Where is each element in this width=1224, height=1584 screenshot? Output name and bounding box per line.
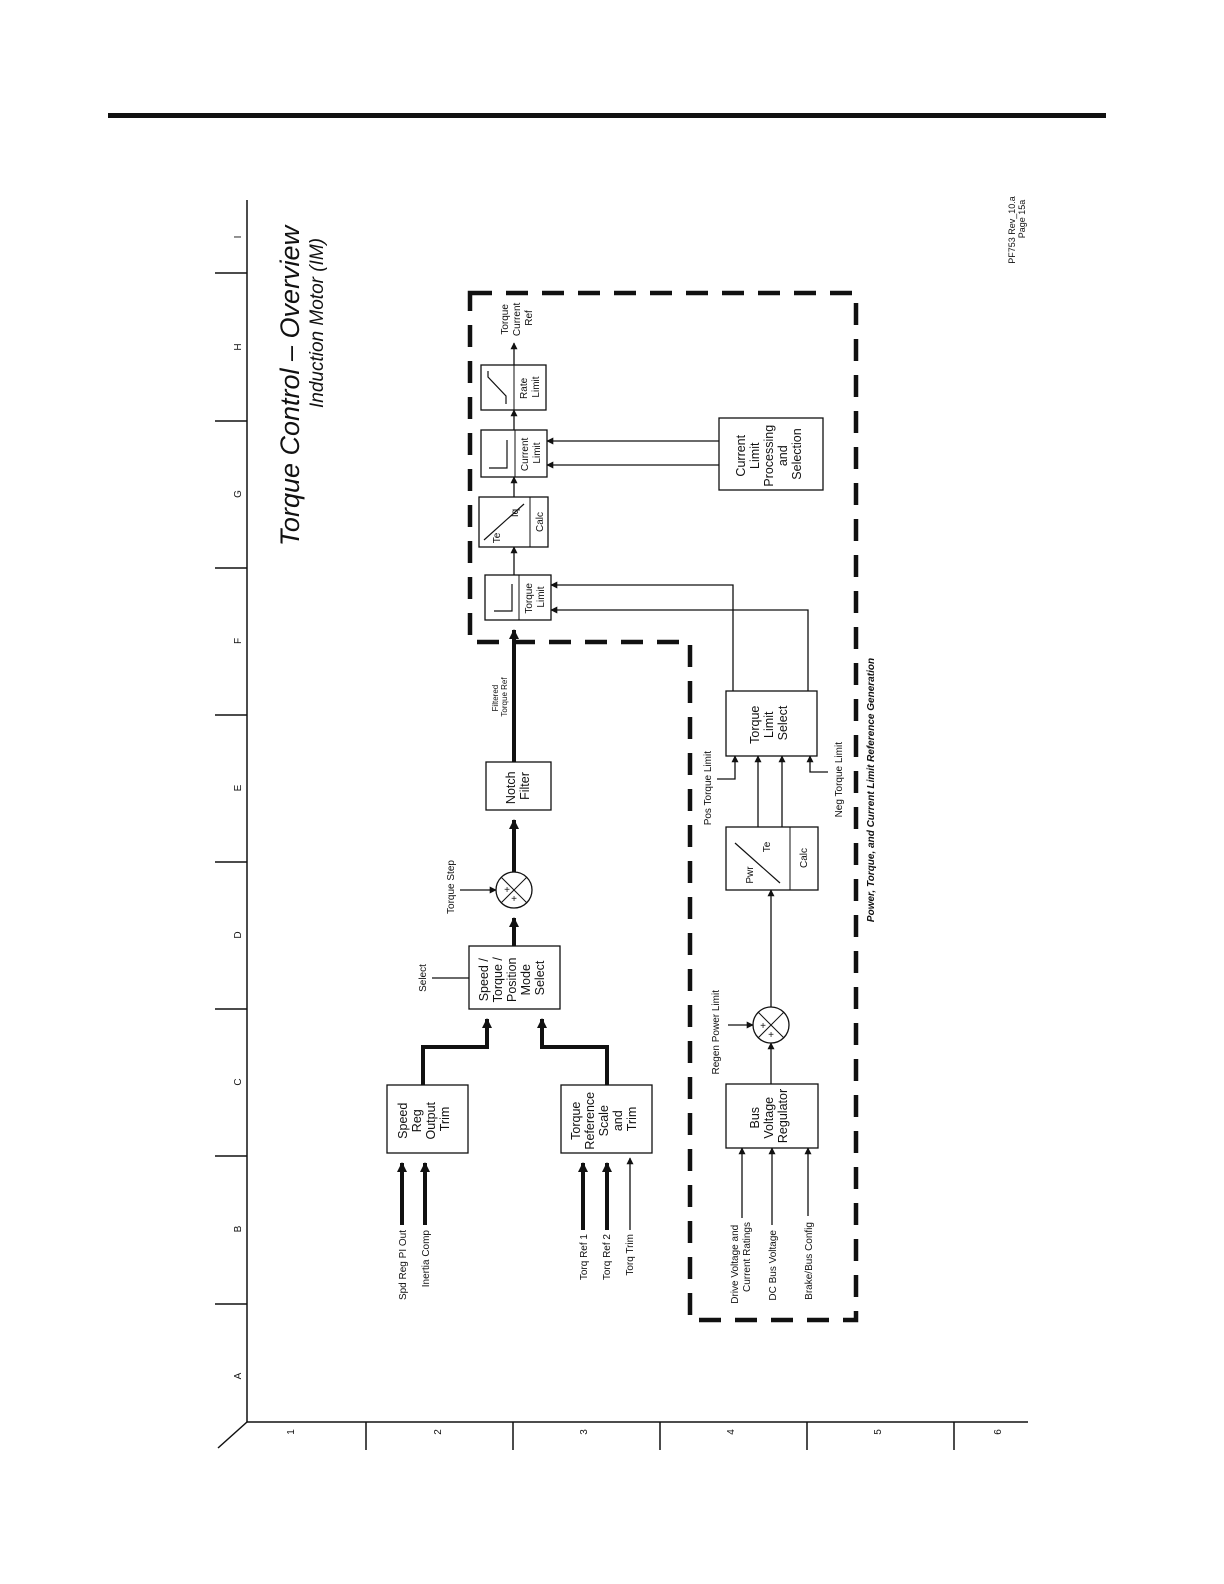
svg-text:+: + bbox=[504, 885, 510, 896]
svg-text:Te: Te bbox=[492, 532, 503, 543]
svg-text:Current Limit Proc: Current Limit Processing and Selection bbox=[734, 421, 804, 486]
grid-letter-c: C bbox=[233, 1078, 244, 1085]
grid-letter-g: G bbox=[233, 490, 244, 498]
svg-text:+: + bbox=[768, 1030, 774, 1041]
label-torq-trim: Torq Trim bbox=[625, 1234, 636, 1276]
label-spd-reg-pi-out: Spd Reg PI Out bbox=[398, 1230, 409, 1300]
grid-number-6: 6 bbox=[993, 1429, 1004, 1435]
label-dc-bus-voltage: DC Bus Voltage bbox=[768, 1230, 779, 1301]
svg-text:Speed / Torque / P: Speed / Torque / Position Mode Select bbox=[477, 954, 547, 1003]
mode-select-block: Speed / Torque / Position Mode Select bbox=[468, 945, 561, 1010]
te-iq-calc-block: Te Iq Calc bbox=[478, 496, 549, 548]
svg-text:Bus Voltage Regula: Bus Voltage Regulator bbox=[748, 1089, 790, 1143]
label-torq-ref-1: Torq Ref 1 bbox=[579, 1234, 590, 1281]
label-brake-bus-config: Brake/Bus Config bbox=[804, 1222, 815, 1300]
grid-letters: I H G F E D C B A bbox=[233, 236, 244, 1380]
current-limit-processing-block: Current Limit Processing and Selection bbox=[718, 417, 824, 491]
torque-limit-block: Torque Limit bbox=[484, 574, 552, 621]
label-torque-current-ref: Torque Current Ref bbox=[500, 300, 535, 336]
grid-number-4: 4 bbox=[726, 1429, 737, 1435]
svg-text:Rate Limit: Rate Limit bbox=[519, 375, 542, 399]
page-title: Torque Control – Overview bbox=[275, 224, 305, 546]
grid-letter-i: I bbox=[233, 236, 244, 239]
label-regen-power-limit: Regen Power Limit bbox=[711, 990, 722, 1075]
svg-text:Calc: Calc bbox=[535, 512, 546, 532]
grid-number-3: 3 bbox=[579, 1429, 590, 1435]
torque-limit-select-block: Torque Limit Select bbox=[725, 690, 818, 757]
notch-filter-block: Notch Filter bbox=[485, 761, 552, 811]
grid-letter-h: H bbox=[233, 343, 244, 350]
label-inertia-comp: Inertia Comp bbox=[421, 1230, 432, 1288]
signal-labels: Spd Reg PI Out Inertia Comp Torq Ref 1 T… bbox=[398, 300, 845, 1304]
svg-text:Calc: Calc bbox=[799, 848, 810, 868]
bus-voltage-regulator-block: Bus Voltage Regulator bbox=[725, 1083, 819, 1149]
svg-text:Iq: Iq bbox=[510, 509, 521, 517]
region-label: Power, Torque, and Current Limit Referen… bbox=[866, 658, 877, 922]
svg-text:+: + bbox=[760, 1021, 766, 1032]
label-torq-ref-2: Torq Ref 2 bbox=[602, 1234, 613, 1281]
summing-junction-power: + + bbox=[752, 1006, 790, 1044]
grid-letter-e: E bbox=[233, 784, 244, 791]
grid-letter-d: D bbox=[233, 931, 244, 938]
pwr-te-calc-block: Pwr Te Calc bbox=[725, 826, 819, 891]
rate-limit-block: Rate Limit bbox=[480, 364, 547, 411]
svg-text:Current Limit: Current Limit bbox=[520, 435, 543, 471]
page-ref-label: Page 15a bbox=[1017, 200, 1027, 239]
svg-text:Pwr: Pwr bbox=[745, 866, 756, 884]
thin-signal-paths bbox=[432, 342, 828, 1230]
label-filtered-torque-ref: Filtered Torque Ref bbox=[491, 677, 509, 717]
thick-signal-paths bbox=[397, 629, 612, 1230]
label-neg-torque-limit: Neg Torque Limit bbox=[834, 742, 845, 818]
svg-text:Torque Limit Selec: Torque Limit Select bbox=[748, 702, 790, 744]
label-pos-torque-limit: Pos Torque Limit bbox=[703, 751, 714, 826]
label-select: Select bbox=[418, 964, 429, 992]
svg-text:Torque Reference S: Torque Reference Scale and Trim bbox=[569, 1088, 639, 1149]
svg-text:+: + bbox=[511, 894, 517, 905]
page-subtitle: Induction Motor (IM) bbox=[307, 238, 328, 408]
revision-label: PF753 Rev_10.a bbox=[1007, 196, 1017, 264]
header-rule bbox=[108, 113, 1106, 118]
grid-frame bbox=[215, 200, 1028, 1450]
torque-reference-scale-trim-block: Torque Reference Scale and Trim bbox=[560, 1084, 653, 1154]
grid-number-5: 5 bbox=[873, 1429, 884, 1435]
label-torque-step: Torque Step bbox=[446, 860, 457, 914]
grid-letter-f: F bbox=[233, 638, 244, 644]
label-drive-voltage: Drive Voltage and Current Ratings bbox=[730, 1222, 753, 1304]
svg-text:Speed Reg Output: Speed Reg Output Trim bbox=[396, 1098, 452, 1139]
grid-letter-b: B bbox=[233, 1225, 244, 1232]
current-limit-block: Current Limit bbox=[480, 429, 548, 478]
svg-text:Te: Te bbox=[762, 841, 773, 852]
svg-text:Torque Limit: Torque Limit bbox=[524, 580, 547, 613]
summing-junction-torque: + + bbox=[495, 871, 533, 909]
grid-letter-a: A bbox=[233, 1372, 244, 1379]
grid-numbers: 1 2 3 4 5 6 bbox=[286, 1429, 1004, 1435]
grid-number-2: 2 bbox=[433, 1429, 444, 1435]
speed-reg-output-trim-block: Speed Reg Output Trim bbox=[386, 1084, 469, 1154]
svg-text:Notch Filter: Notch Filter bbox=[504, 768, 532, 804]
grid-number-1: 1 bbox=[286, 1429, 297, 1435]
